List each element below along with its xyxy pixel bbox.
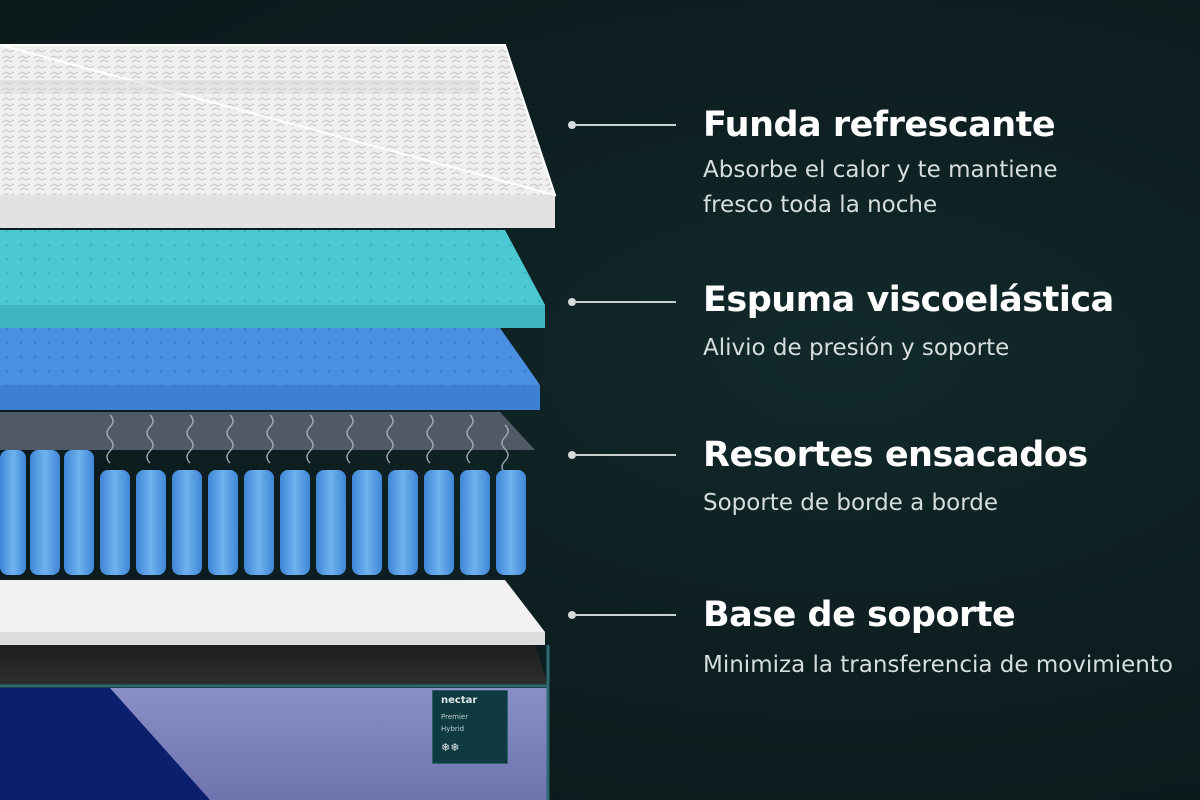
leader-line — [576, 614, 676, 616]
brand-label-tag: nectar Premier Hybrid ❄❄ — [432, 690, 508, 764]
dot-icon — [568, 611, 576, 619]
description-line: Absorbe el calor y te mantiene — [703, 157, 1058, 183]
feature-title: Espuma viscoelástica — [703, 280, 1114, 320]
mattress-body — [0, 645, 550, 800]
callout-connector — [560, 118, 680, 132]
brand-name: nectar — [441, 695, 478, 706]
base-foam-layer — [0, 580, 545, 645]
callout-connector — [560, 295, 680, 309]
coil-springs — [106, 414, 509, 474]
pocket-coils-layer — [0, 412, 535, 575]
feature-description: Alivio de presión y soporte — [703, 331, 1173, 366]
description-line: Soporte de borde a borde — [703, 490, 999, 516]
feature-title: Funda refrescante — [703, 105, 1056, 145]
gel-foam-layer — [0, 230, 545, 328]
memory-foam-layer — [0, 328, 540, 410]
leader-line — [576, 454, 676, 456]
cover-layer — [0, 44, 557, 228]
leader-line — [576, 124, 676, 126]
callout-connector — [560, 448, 680, 462]
description-line: Minimiza la transferencia de movimiento — [703, 652, 1173, 678]
dot-icon — [568, 451, 576, 459]
callout-connector — [560, 608, 680, 622]
model-line-1: Premier — [441, 713, 469, 721]
snowflake-icon: ❄❄ — [441, 741, 460, 754]
model-line-2: Hybrid — [441, 725, 465, 733]
dot-icon — [568, 121, 576, 129]
feature-title: Base de soporte — [703, 595, 1016, 635]
feature-description: Minimiza la transferencia de movimiento — [703, 648, 1173, 683]
leader-line — [576, 301, 676, 303]
feature-title: Resortes ensacados — [703, 435, 1088, 475]
description-line: fresco toda la noche — [703, 192, 938, 218]
coil-pockets — [0, 450, 526, 575]
description-line: Alivio de presión y soporte — [703, 335, 1010, 361]
dot-icon — [568, 298, 576, 306]
feature-description: Absorbe el calor y te mantiene fresco to… — [703, 153, 1173, 223]
feature-description: Soporte de borde a borde — [703, 486, 1173, 521]
